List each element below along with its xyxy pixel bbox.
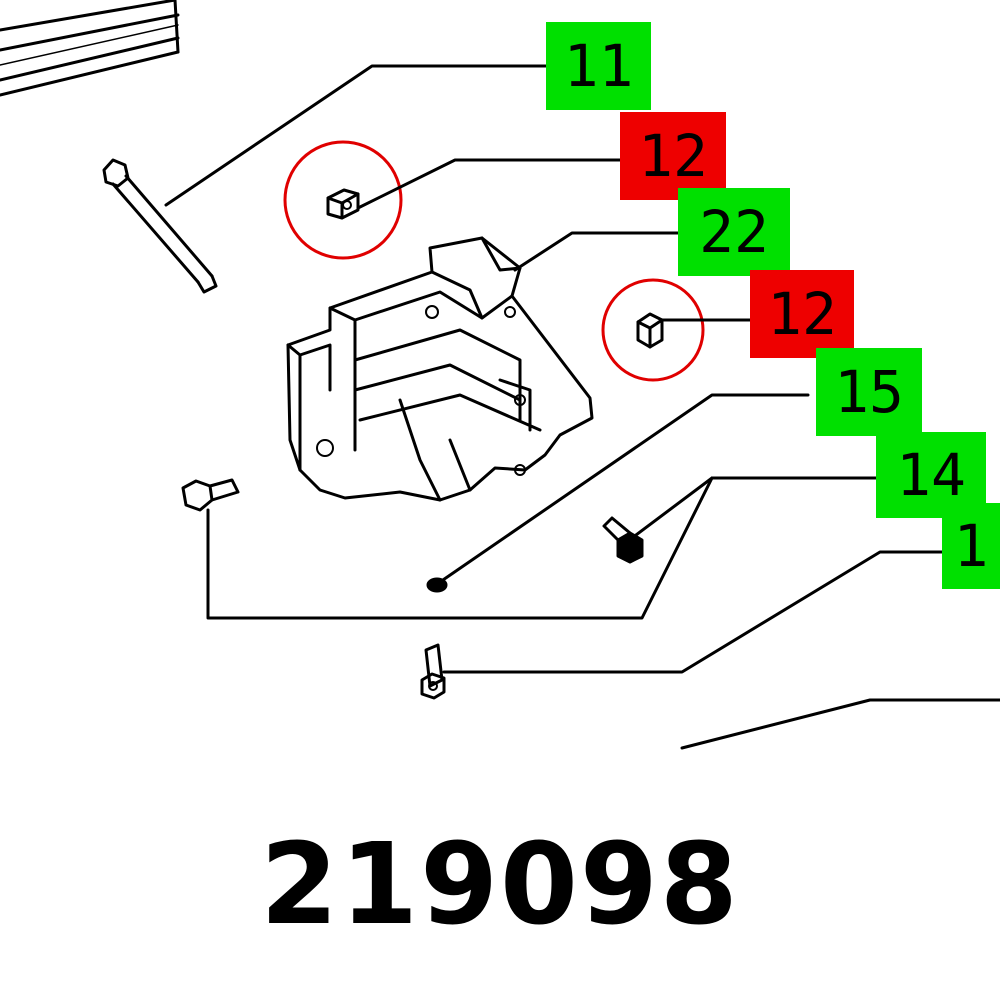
- callout-14: 14: [876, 432, 986, 518]
- callout-12-top: 12: [620, 112, 726, 200]
- part-number: 219098: [260, 820, 740, 950]
- callout-15: 15: [816, 348, 922, 436]
- callout-11: 11: [546, 22, 651, 110]
- knob-screw-part: [181, 478, 240, 512]
- bolt-part: [420, 643, 446, 700]
- highlight-circle-top: [283, 140, 403, 260]
- callout-12-right: 12: [750, 270, 854, 358]
- knob-screw-part-2: [602, 516, 644, 564]
- housing-part: [286, 236, 594, 502]
- long-bolt-part: [102, 158, 218, 294]
- rail-part: [0, 0, 180, 97]
- leader-lines: [164, 64, 1000, 750]
- square-nut-part: [326, 188, 360, 220]
- callout-1: 1: [942, 503, 1000, 589]
- highlight-circle-right: [601, 278, 705, 382]
- callout-22: 22: [678, 188, 790, 276]
- slot-nut-part: [636, 312, 664, 349]
